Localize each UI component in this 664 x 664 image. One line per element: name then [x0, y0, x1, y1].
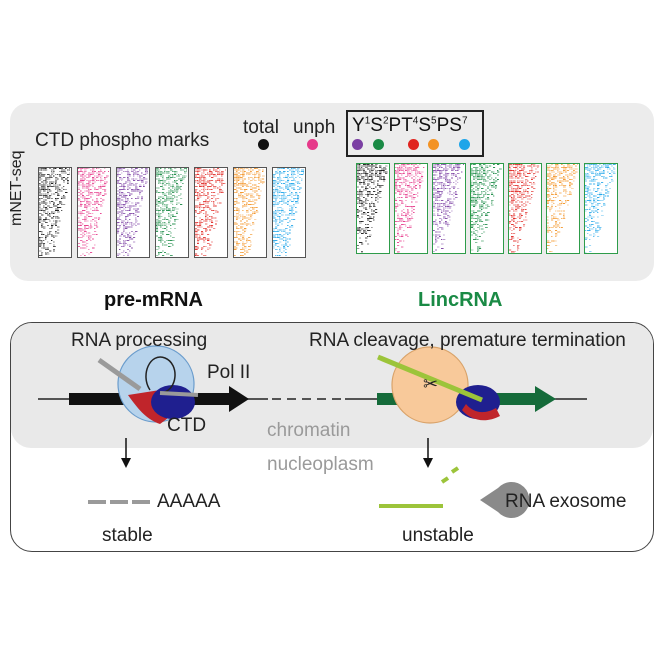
track-signal: [234, 168, 265, 256]
legend-s2-dot: [373, 139, 384, 150]
lincrna-track-Y1: [432, 163, 466, 254]
track-signal: [585, 164, 616, 253]
nascent-lincrna: [377, 354, 483, 403]
premrna-track-unph: [77, 167, 111, 258]
stable-label: stable: [102, 525, 153, 546]
polya-tail-label: AAAAA: [157, 491, 221, 512]
lincrna-title: LincRNA: [418, 289, 503, 311]
polII-left-core: [151, 385, 195, 419]
processing-factor: [97, 357, 142, 392]
ctd-right: [462, 404, 500, 421]
lincrna-track-S5: [546, 163, 580, 254]
polII-label: Pol II: [207, 362, 251, 383]
track-signal: [78, 168, 110, 256]
ctd-label: CTD: [167, 415, 207, 436]
scissors-icon: ✂: [423, 374, 438, 395]
exosome-icon: [480, 482, 530, 518]
track-signal: [433, 164, 465, 252]
phospho-heptad-label: Y1S2PT4S5PS7: [352, 115, 468, 136]
legend-total-label: total: [243, 117, 279, 138]
nascent-rna-loop: [145, 356, 176, 394]
nucleoplasm-label: nucleoplasm: [267, 454, 374, 475]
unstable-label: unstable: [402, 525, 474, 546]
premrna-track-Y1: [116, 167, 150, 258]
rna-processing-label: RNA processing: [71, 330, 208, 351]
legend-y1-dot: [352, 139, 363, 150]
track-signal: [357, 164, 388, 253]
lincrna-track-T4: [508, 163, 542, 254]
track-signal: [156, 168, 188, 256]
lincrna-track-total: [356, 163, 390, 254]
track-signal: [509, 164, 540, 253]
track-signal: [195, 168, 227, 256]
premrna-track-S5: [233, 167, 267, 258]
track-signal: [547, 164, 579, 252]
down-arrow-right-head: [423, 458, 433, 468]
chromatin-label: chromatin: [267, 420, 351, 441]
legend-title: CTD phospho marks: [35, 130, 210, 151]
down-arrow-left-head: [121, 458, 131, 468]
termination-complex: [391, 346, 469, 424]
track-signal: [395, 164, 425, 253]
lincrna-track-S7: [584, 163, 618, 254]
rna-cleavage-label: RNA cleavage, premature termination: [309, 330, 626, 351]
legend-t4-dot: [408, 139, 419, 150]
degraded-bit-2: [450, 466, 460, 474]
legend-unph-dot: [307, 139, 318, 150]
legend-s7-dot: [459, 139, 470, 150]
legend-total-dot: [258, 139, 269, 150]
rna-exosome-label: RNA exosome: [505, 491, 627, 512]
legend-unph-label: unph: [293, 117, 336, 138]
premrna-track-T4: [194, 167, 228, 258]
track-signal: [273, 168, 305, 256]
premrna-track-S7: [272, 167, 306, 258]
premrna-gene-arrowhead: [229, 386, 249, 412]
lincrna-track-S2: [470, 163, 504, 254]
premrna-track-S2: [155, 167, 189, 258]
track-signal: [117, 168, 149, 256]
legend-s5-dot: [428, 139, 439, 150]
lincrna-gene-arrowhead: [535, 386, 556, 412]
lincrna-track-unph: [394, 163, 428, 254]
premrna-title: pre-mRNA: [104, 289, 203, 311]
premrna-track-total: [38, 167, 72, 258]
track-signal: [471, 164, 502, 252]
track-signal: [39, 168, 71, 256]
nascent-rna-left: [159, 391, 199, 397]
degraded-bit-1: [440, 476, 450, 484]
